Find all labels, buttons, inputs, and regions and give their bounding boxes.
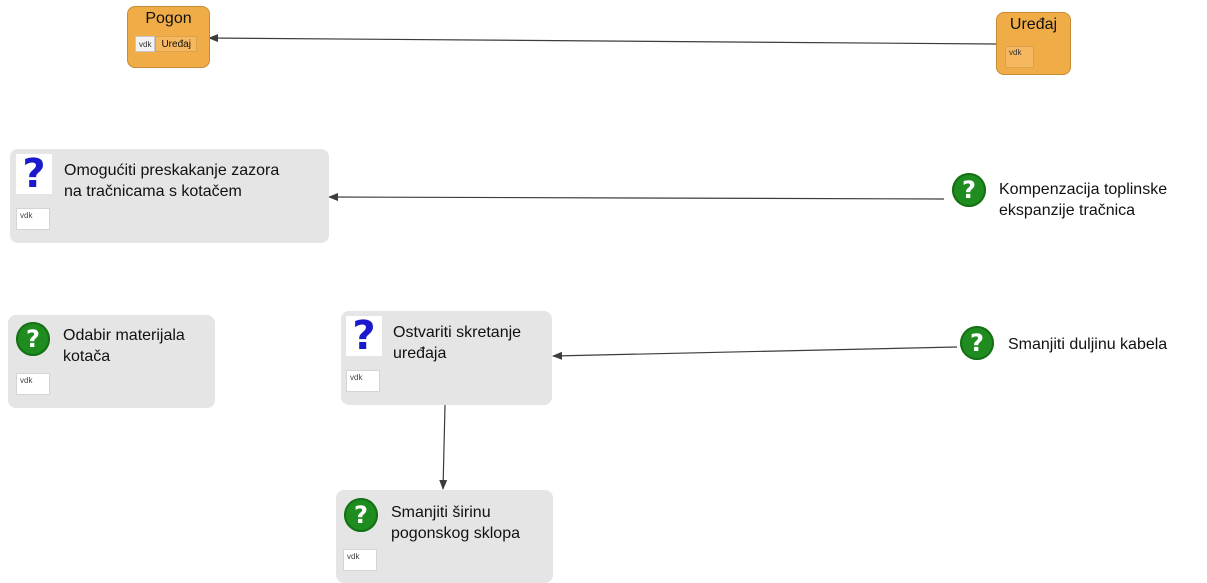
node-ostvariti-line2: uređaja: [393, 345, 447, 362]
edge-ostvariti-to-smanjiti-sirinu: [439, 404, 448, 490]
green-question-icon: ?: [960, 326, 994, 360]
node-smanjiti-sirinu-line1: Smanjiti širinu: [391, 504, 491, 521]
edge-uredaj-to-pogon: [208, 34, 997, 45]
node-omoguciti-line2: na tračnicama s kotačem: [64, 183, 242, 200]
node-smanjiti-duljinu[interactable]: ? Smanjiti duljinu kabela: [957, 322, 1197, 364]
edge-kompenzacija-to-omoguciti: [328, 193, 945, 202]
node-pogon-tag: vdk: [135, 36, 156, 52]
node-omoguciti-tag: vdk: [16, 208, 50, 230]
blue-question-icon: ?: [346, 316, 382, 356]
green-question-icon: ?: [344, 498, 378, 532]
node-kompenzacija[interactable]: ? Kompenzacija toplinske ekspanzije trač…: [944, 170, 1204, 226]
node-omoguciti-line1: Omogućiti preskakanje zazora: [64, 162, 280, 179]
node-uredaj-chips: vdk: [1005, 46, 1034, 68]
node-kompenzacija-line2: ekspanzije tračnica: [999, 202, 1136, 219]
node-uredaj-tag: vdk: [1005, 46, 1034, 68]
node-pogon-title: Pogon: [145, 10, 192, 27]
node-pogon-ref: Uređaj: [155, 36, 197, 52]
node-ostvariti-tag: vdk: [346, 370, 380, 392]
edge-smanjiti-duljinu-to-ostvariti: [552, 346, 958, 360]
blue-question-icon: ?: [16, 154, 52, 194]
node-uredaj[interactable]: Uređaj vdk: [996, 12, 1071, 75]
green-question-icon: ?: [952, 173, 986, 207]
node-smanjiti-sirinu-tag: vdk: [343, 549, 377, 571]
node-odabir-line1: Odabir materijala: [63, 327, 185, 344]
node-uredaj-title: Uređaj: [1009, 16, 1058, 33]
green-question-icon: ?: [16, 322, 50, 356]
node-smanjiti-sirinu[interactable]: ? Smanjiti širinu pogonskog sklopa vdk: [336, 490, 553, 583]
node-omoguciti[interactable]: ? Omogućiti preskakanje zazora na tračni…: [10, 149, 329, 243]
node-kompenzacija-line1: Kompenzacija toplinske: [999, 181, 1168, 198]
node-pogon-chips: vdk Uređaj: [135, 36, 197, 53]
node-smanjiti-sirinu-line2: pogonskog sklopa: [391, 525, 520, 542]
node-ostvariti[interactable]: ? Ostvariti skretanje uređaja vdk: [341, 311, 552, 405]
node-odabir-line2: kotača: [63, 348, 111, 365]
node-odabir[interactable]: ? Odabir materijala kotača vdk: [8, 315, 215, 408]
node-ostvariti-line1: Ostvariti skretanje: [393, 324, 522, 341]
node-smanjiti-duljinu-line1: Smanjiti duljinu kabela: [1008, 336, 1168, 353]
node-odabir-tag: vdk: [16, 373, 50, 395]
node-pogon[interactable]: Pogon vdk Uređaj: [127, 6, 210, 68]
